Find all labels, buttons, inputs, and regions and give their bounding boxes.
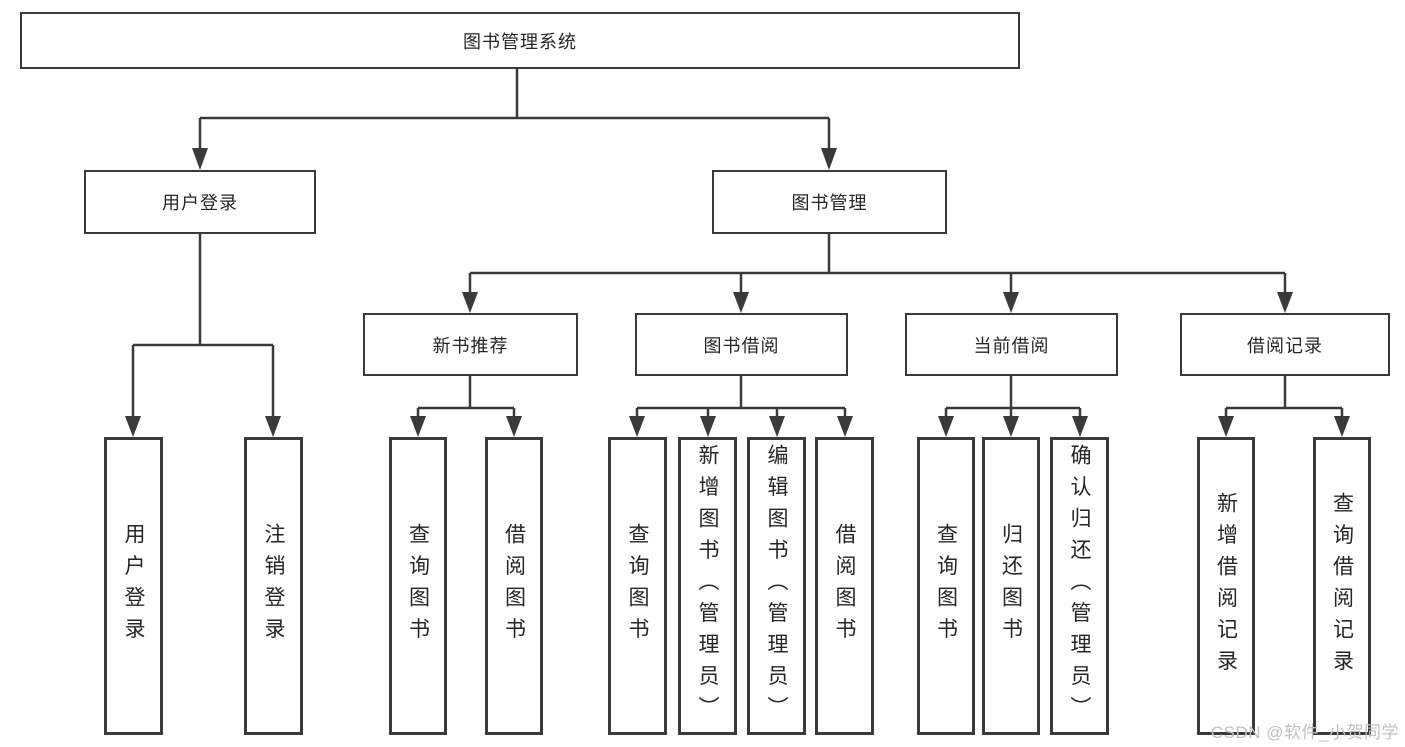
node-root-label: 图书管理系统	[463, 31, 577, 52]
leaf-logout-label: 注销登录	[262, 523, 285, 649]
node-borrowing-records-label: 借阅记录	[1247, 335, 1323, 356]
node-book-management-label: 图书管理	[791, 193, 868, 213]
leaf-recommend-query-books-label: 查询图书	[406, 523, 430, 649]
node-borrowing-records: 借阅记录	[1180, 313, 1390, 376]
node-new-book-recommend-label: 新书推荐	[432, 335, 509, 356]
leaf-borrowing-query-books-label: 查询图书	[626, 523, 649, 649]
arrowhead-icon	[938, 416, 954, 437]
arrowhead-icon	[769, 416, 785, 437]
leaf-borrowing-add-books-admin: 新增图书（管理员）	[678, 437, 737, 735]
leaf-recommend-query-books: 查询图书	[389, 437, 447, 735]
node-book-management: 图书管理	[712, 170, 947, 234]
leaf-borrowing-edit-books-admin: 编辑图书（管理员）	[747, 437, 806, 735]
node-user-login: 用户登录	[84, 170, 316, 234]
arrowhead-icon	[733, 292, 749, 313]
node-current-borrowing-label: 当前借阅	[973, 335, 1050, 356]
leaf-current-query-books-label: 查询图书	[934, 523, 958, 649]
leaf-records-add-record-label: 新增借阅记录	[1214, 491, 1238, 681]
leaf-user-login-label: 用户登录	[122, 523, 145, 649]
arrowhead-icon	[1218, 416, 1234, 437]
csdn-watermark: CSDN @软件_小贺同学	[1210, 723, 1399, 742]
leaf-records-add-record: 新增借阅记录	[1197, 437, 1255, 735]
node-book-borrowing-label: 图书借阅	[703, 335, 780, 356]
connector-book-borrowing	[635, 376, 847, 419]
leaf-borrowing-query-books: 查询图书	[608, 437, 667, 735]
arrowhead-icon	[462, 292, 478, 313]
leaf-records-query-record-label: 查询借阅记录	[1330, 491, 1354, 681]
arrowhead-icon	[192, 148, 208, 170]
connector-user-login	[131, 234, 275, 419]
leaf-user-login: 用户登录	[104, 437, 163, 735]
leaf-current-confirm-return-admin: 确认归还（管理员）	[1050, 437, 1109, 735]
leaf-borrowing-edit-books-admin-label: 编辑图书（管理员）	[765, 444, 788, 728]
arrowhead-icon	[265, 416, 281, 437]
leaf-recommend-borrow-books: 借阅图书	[485, 437, 543, 735]
leaf-records-query-record: 查询借阅记录	[1313, 437, 1371, 735]
leaf-logout: 注销登录	[244, 437, 303, 735]
arrowhead-icon	[837, 416, 853, 437]
node-root: 图书管理系统	[20, 12, 1020, 69]
arrowhead-icon	[1277, 292, 1293, 313]
node-new-book-recommend: 新书推荐	[363, 313, 578, 376]
node-user-login-label: 用户登录	[162, 193, 238, 213]
connector-borrowing-records	[1224, 376, 1344, 419]
leaf-borrowing-add-books-admin-label: 新增图书（管理员）	[696, 444, 719, 728]
arrowhead-icon	[1003, 292, 1019, 313]
connector-root	[198, 69, 831, 150]
arrowhead-icon	[1072, 416, 1088, 437]
leaf-current-return-books-label: 归还图书	[999, 523, 1023, 649]
arrowhead-icon	[125, 416, 141, 437]
connector-book-management	[468, 234, 1287, 295]
node-book-borrowing: 图书借阅	[635, 313, 848, 376]
arrowhead-icon	[1003, 416, 1019, 437]
arrowhead-icon	[700, 416, 716, 437]
connector-new-book-recommend	[416, 376, 516, 419]
node-current-borrowing: 当前借阅	[905, 313, 1118, 376]
leaf-borrowing-borrow-books: 借阅图书	[815, 437, 874, 735]
leaf-borrowing-borrow-books-label: 借阅图书	[833, 523, 856, 649]
arrowhead-icon	[1334, 416, 1350, 437]
leaf-current-query-books: 查询图书	[917, 437, 975, 735]
leaf-recommend-borrow-books-label: 借阅图书	[502, 523, 526, 649]
arrowhead-icon	[821, 148, 837, 170]
arrowhead-icon	[410, 416, 426, 437]
leaf-current-confirm-return-admin-label: 确认归还（管理员）	[1068, 444, 1091, 728]
leaf-current-return-books: 归还图书	[982, 437, 1040, 735]
arrowhead-icon	[506, 416, 522, 437]
arrowhead-icon	[629, 416, 645, 437]
connector-current-borrowing	[944, 376, 1082, 419]
